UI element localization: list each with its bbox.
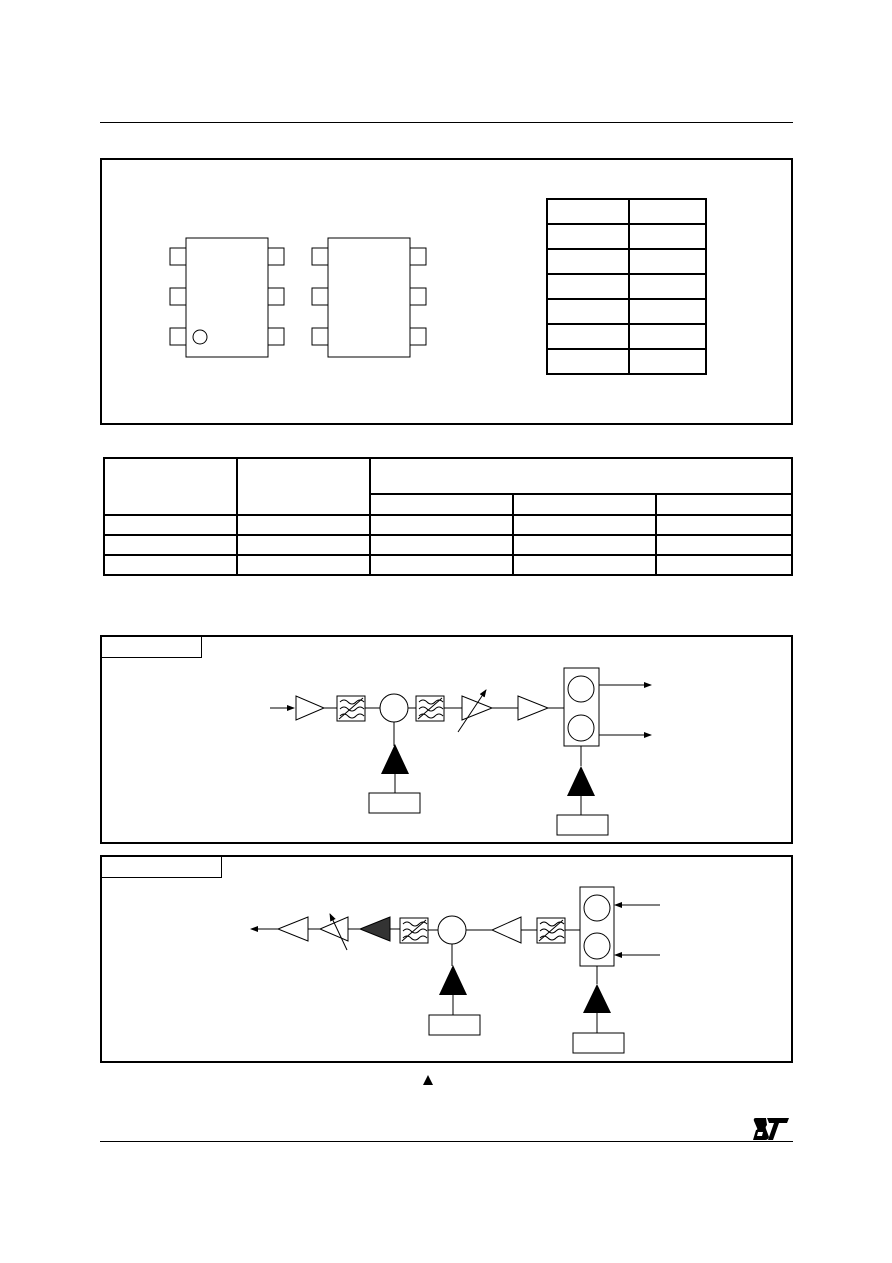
filter-icon (399, 917, 429, 944)
tx-block-diagram (270, 667, 652, 836)
amplifier-icon (295, 695, 326, 721)
package-2-pin (311, 247, 329, 266)
package-1-pin (267, 247, 285, 266)
package-2-pin (409, 327, 427, 346)
pin-table (546, 198, 707, 375)
filter-icon (536, 917, 566, 944)
package-1-pin (267, 327, 285, 346)
table-row (103, 514, 793, 536)
table-row (546, 348, 707, 375)
package-1-pin (267, 287, 285, 306)
header-group (369, 457, 793, 495)
lo-amplifier-icon (567, 766, 595, 796)
amplifier-icon (276, 916, 309, 942)
amplifier-icon (490, 916, 522, 944)
table-row (103, 554, 793, 576)
table-row (546, 223, 707, 250)
st-logo-icon (753, 1118, 789, 1140)
tx-lo2-box (556, 814, 609, 836)
lo-amplifier-icon (583, 984, 611, 1013)
package-1-pin (169, 247, 187, 266)
table-subheader-row (104, 493, 793, 516)
rx-block-diagram (250, 886, 660, 1054)
table-row (103, 534, 793, 556)
rx-diagram-caption (102, 857, 222, 878)
pin1-mark-icon (192, 329, 208, 345)
package-drawings (169, 237, 427, 358)
ordering-table (103, 457, 793, 576)
package-2-pin (311, 327, 329, 346)
header-col1 (103, 457, 238, 516)
amplifier-icon (517, 695, 550, 721)
combiner-node-icon (583, 932, 611, 960)
header-rule (100, 122, 793, 123)
rx-lo2-box (572, 1032, 625, 1054)
tx-diagram-caption (102, 637, 202, 658)
tx-lo-box (368, 792, 421, 814)
package-2-pin (409, 287, 427, 306)
mixer-icon (437, 915, 467, 945)
splitter-node-icon (567, 714, 595, 742)
combiner-node-icon (583, 894, 611, 922)
lo-amplifier-icon (381, 744, 409, 774)
table-row (546, 298, 707, 325)
variable-gain-amplifier-icon (318, 916, 349, 942)
package-2-pin (409, 247, 427, 266)
rx-lo-box (428, 1014, 481, 1036)
table-header-row (103, 457, 793, 516)
lo-amplifier-icon (439, 965, 467, 995)
splitter-node-icon (567, 675, 595, 703)
filter-icon (415, 695, 445, 722)
table-row (546, 273, 707, 300)
table-row (546, 323, 707, 350)
package-1-pin (169, 327, 187, 346)
filled-triangle-icon (423, 1075, 433, 1085)
table-row (546, 198, 707, 225)
highlighted-amplifier-icon (358, 916, 391, 942)
package-1-pin (169, 287, 187, 306)
filter-icon (336, 695, 366, 722)
tx-diagram-panel (100, 635, 793, 844)
package-2-pin (311, 287, 329, 306)
footer-rule (100, 1141, 793, 1142)
table-row (546, 248, 707, 275)
header-col2 (236, 457, 371, 516)
